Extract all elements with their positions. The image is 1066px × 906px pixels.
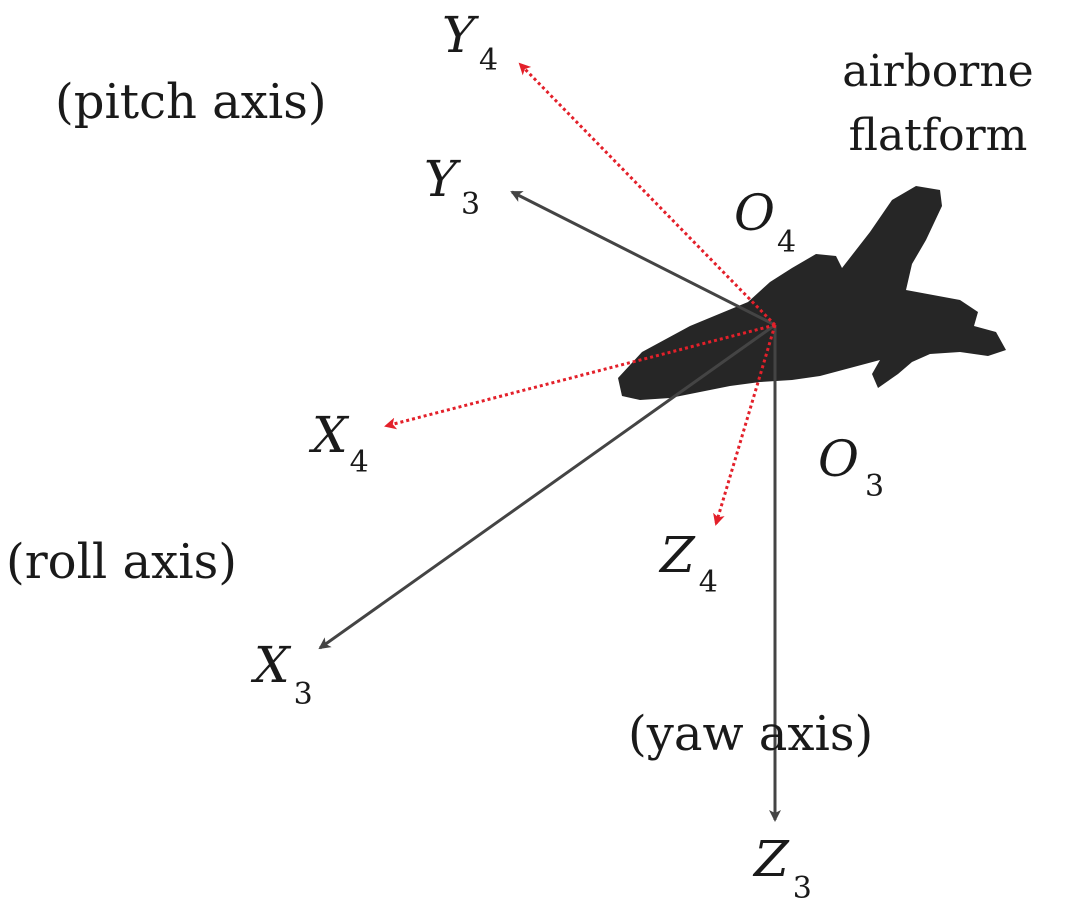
label-o4: O4: [734, 184, 796, 260]
label-x4: X4: [308, 406, 369, 480]
roll-axis-note: (roll axis): [6, 534, 237, 590]
y4-axis-arrow: [518, 62, 777, 327]
frame-3-axes: [318, 190, 781, 822]
frame-4-axes: [384, 62, 777, 526]
pitch-axis-note: (pitch axis): [55, 74, 327, 130]
x3-axis-arrow: [318, 323, 776, 650]
yaw-axis-note: (yaw axis): [628, 706, 873, 762]
x4-axis-arrow: [384, 323, 776, 430]
caption-line-2: flatform: [849, 110, 1028, 161]
z4-axis-arrow: [713, 324, 777, 526]
label-x3: X3: [250, 636, 313, 712]
label-z3: Z3: [752, 830, 812, 906]
caption-line-1: airborne: [842, 46, 1033, 97]
y3-axis-arrow: [510, 190, 776, 327]
aircraft-icon: [618, 186, 1006, 400]
